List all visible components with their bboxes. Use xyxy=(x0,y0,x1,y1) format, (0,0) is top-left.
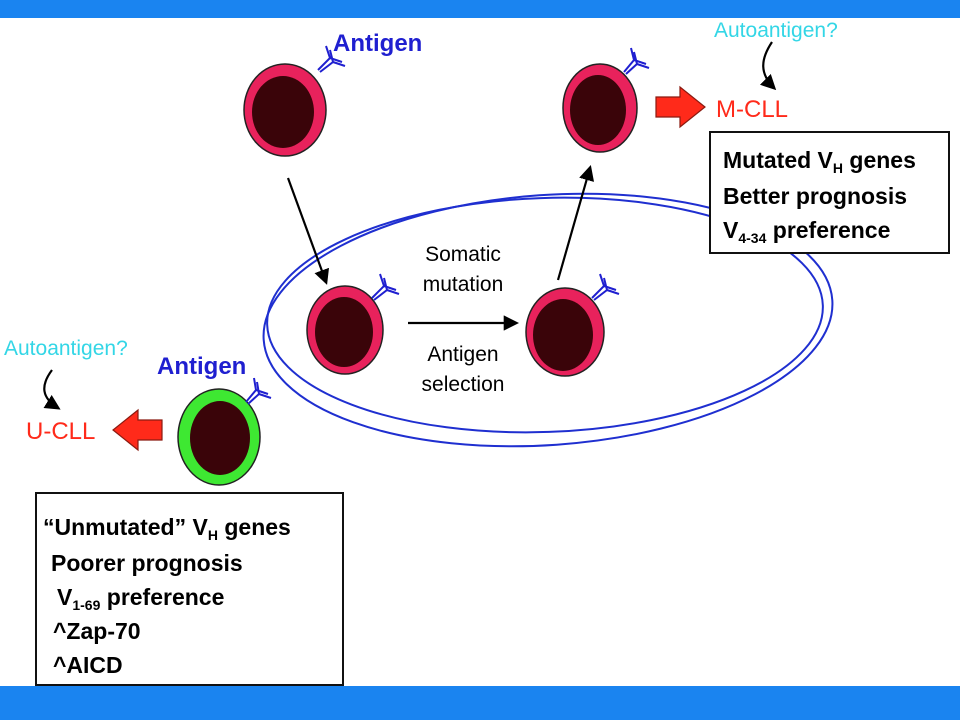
selection-line-1: Antigen xyxy=(427,343,499,366)
b-cell-m-cll xyxy=(562,63,638,153)
flow-arrows xyxy=(43,41,777,410)
u-box-line-5: ^AICD xyxy=(53,652,123,678)
antigen-label-left: Antigen xyxy=(157,353,247,380)
antibody-icon xyxy=(591,273,620,301)
b-cell-gc-left xyxy=(306,285,384,375)
b-cell-gc-right xyxy=(525,287,605,377)
u-box-line-1: “Unmutated” VH genes xyxy=(43,514,291,543)
u-cll-info-box: “Unmutated” VH genes Poorer prognosis V1… xyxy=(35,492,344,686)
b-cell-u-cll xyxy=(177,388,261,486)
somatic-line-1: Somatic xyxy=(425,243,501,266)
antibody-icon xyxy=(371,273,400,301)
selection-line-2: selection xyxy=(421,373,505,396)
antibody-icon xyxy=(245,377,272,405)
red-arrow-right xyxy=(655,85,706,129)
m-box-line-2: Better prognosis xyxy=(723,183,908,209)
u-cll-label: U-CLL xyxy=(26,418,96,445)
u-box-line-2: Poorer prognosis xyxy=(51,550,243,576)
bottom-banner xyxy=(0,686,960,720)
m-box-line-1: Mutated VH genes xyxy=(723,147,916,176)
antigen-selection-label: Antigen selection xyxy=(408,340,518,400)
autoantigen-label-left: Autoantigen? xyxy=(4,337,128,360)
germinal-center-ellipse xyxy=(262,192,834,448)
m-box-line-3: V4-34 preference xyxy=(723,217,891,246)
antigen-label-top: Antigen xyxy=(333,30,423,57)
red-arrow-left xyxy=(112,408,163,452)
u-box-line-3: V1-69 preference xyxy=(57,584,225,613)
somatic-mutation-label: Somatic mutation xyxy=(408,240,518,300)
top-banner xyxy=(0,0,960,18)
autoantigen-label-right: Autoantigen? xyxy=(714,19,838,42)
antibody-icon xyxy=(623,47,650,75)
u-box-line-4: ^Zap-70 xyxy=(53,618,141,644)
antibody-icon xyxy=(317,45,346,73)
b-cell-top xyxy=(243,63,327,157)
m-cll-info-box: Mutated VH genes Better prognosis V4-34 … xyxy=(709,131,950,254)
somatic-line-2: mutation xyxy=(422,273,504,296)
m-cll-label: M-CLL xyxy=(716,96,789,123)
